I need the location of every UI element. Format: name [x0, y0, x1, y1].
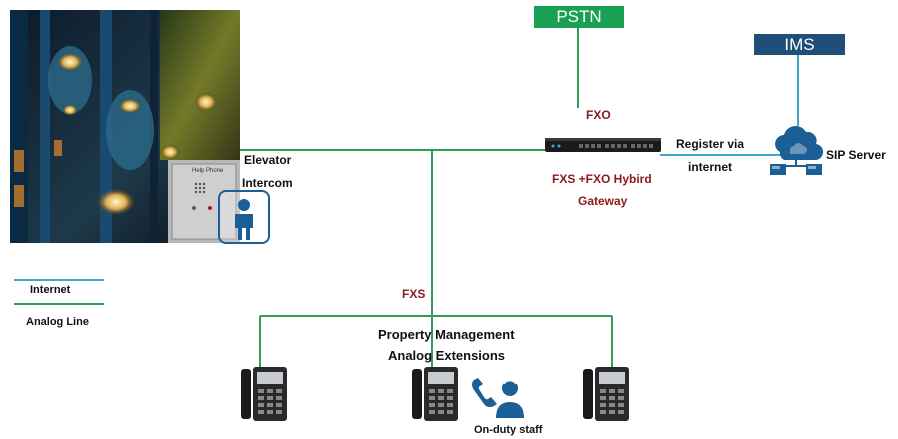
pm-label-line1: Property Management: [378, 327, 515, 342]
phone-left-icon: [241, 367, 287, 421]
fxs-label: FXS: [402, 287, 426, 301]
gateway-label-line2: Gateway: [578, 194, 628, 208]
legend-internet-label: Internet: [30, 284, 71, 296]
register-label-line1: Register via: [676, 137, 745, 151]
elevator-photo: Help Phone: [10, 10, 240, 243]
help-phone-text: Help Phone: [192, 168, 224, 174]
person-icon: [235, 199, 253, 240]
sip-server-label: SIP Server: [826, 148, 886, 162]
ims-box: IMS: [754, 34, 845, 55]
on-duty-staff-label: On-duty staff: [474, 424, 543, 436]
register-label-line2: internet: [688, 160, 733, 174]
pstn-box: PSTN: [534, 6, 624, 28]
phone-center-icon: [412, 367, 458, 421]
elevator-label-line1: Elevator: [244, 153, 292, 167]
sip-server-cloud-icon: [770, 126, 824, 175]
pm-label-line2: Analog Extensions: [388, 348, 506, 363]
elevator-label-line2: Intercom: [242, 176, 293, 190]
phone-right-icon: [583, 367, 629, 421]
pstn-label: PSTN: [556, 7, 602, 26]
gateway-label-line1: FXS +FXO Hybird: [552, 172, 652, 186]
fxo-label: FXO: [586, 108, 611, 122]
legend-analog-label: Analog Line: [26, 316, 89, 328]
gateway-device-icon: [545, 138, 661, 152]
on-duty-staff-icon: [472, 378, 524, 418]
intercom-user-icon: [218, 190, 270, 244]
ims-label: IMS: [784, 34, 815, 54]
